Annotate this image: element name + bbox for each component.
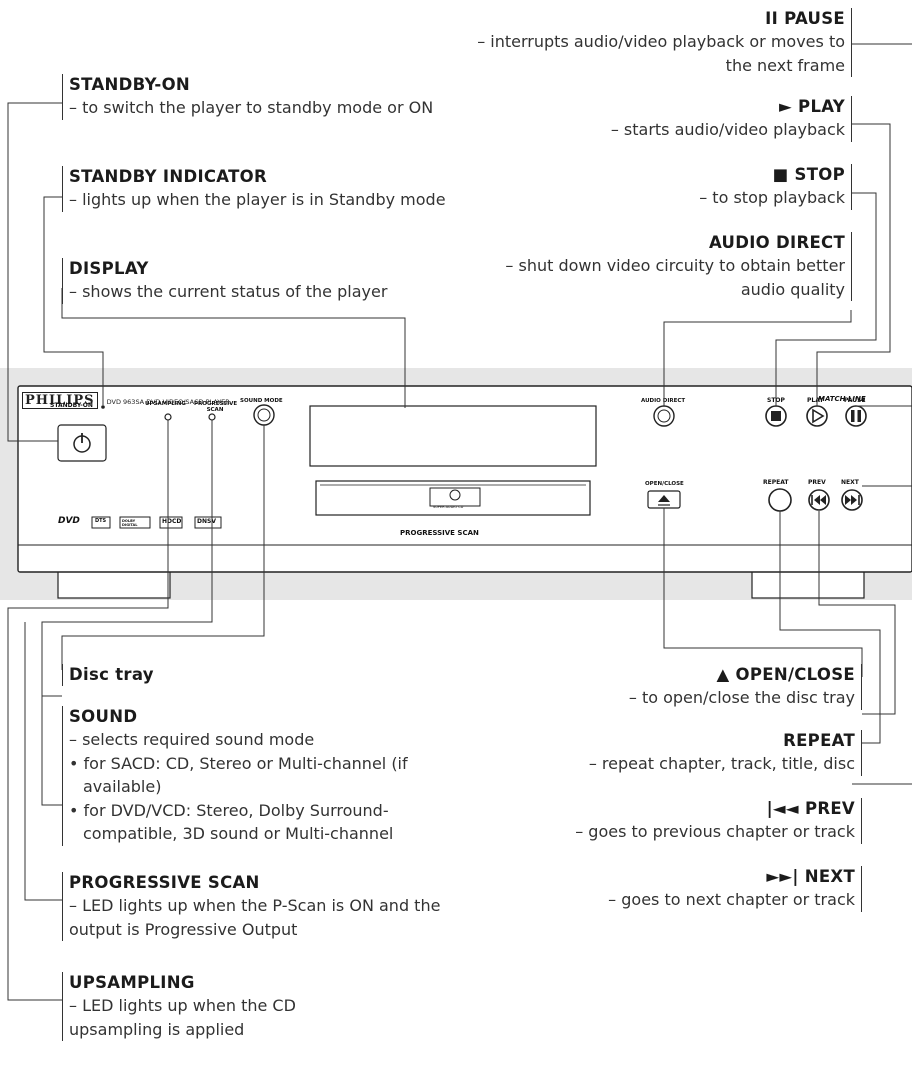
sound-bullet-sacd: • for SACD: CD, Stereo or Multi-channel … [69, 753, 408, 797]
sound-title: SOUND [69, 707, 138, 726]
callout-disc-tray: Disc tray [62, 664, 459, 686]
sound-desc: – selects required sound mode [69, 730, 315, 749]
stop-desc: – to stop playback [699, 188, 845, 207]
repeat-button-label: REPEAT [763, 479, 789, 486]
play-desc: – starts audio/video playback [610, 120, 845, 139]
progressive-button-label: PROGRESSIVE SCAN [194, 401, 238, 413]
callout-repeat: REPEAT – repeat chapter, track, title, d… [495, 730, 862, 776]
audio-direct-desc: – shut down video circuity to obtain bet… [505, 256, 845, 299]
standby-indicator-led [101, 405, 105, 409]
display-window [309, 405, 597, 467]
next-button-label: NEXT [841, 479, 859, 486]
upsampling-desc: – LED lights up when the CD upsampling i… [69, 996, 296, 1039]
disc-tray-title: Disc tray [69, 665, 154, 684]
left-foot [57, 569, 171, 599]
format-logos [91, 516, 222, 529]
open-close-button-label: OPEN/CLOSE [645, 481, 684, 487]
callout-progressive-scan: PROGRESSIVE SCAN – LED lights up when th… [62, 872, 459, 941]
logo-dvd: DVD [58, 516, 80, 526]
next-title: ►►| NEXT [766, 867, 855, 886]
callout-pause: II PAUSE – interrupts audio/video playba… [465, 8, 852, 77]
display-title: DISPLAY [69, 259, 149, 278]
sound-mode-button-label: SOUND MODE [240, 398, 283, 404]
callout-upsampling: UPSAMPLING – LED lights up when the CD u… [62, 972, 369, 1041]
callout-stop: ■ STOP – to stop playback [465, 164, 852, 210]
logo-hdcd: HDCD [162, 518, 182, 525]
match-line-logo: MATCH LINE [818, 395, 866, 403]
callout-prev: |◄◄ PREV – goes to previous chapter or t… [475, 798, 862, 844]
open-close-desc: – to open/close the disc tray [628, 688, 855, 707]
logo-dolby: DOLBY DIGITAL [122, 519, 138, 527]
sound-bullet-dvd: • for DVD/VCD: Stereo, Dolby Surround-co… [69, 800, 394, 844]
prev-title: |◄◄ PREV [766, 799, 855, 818]
progressive-scan-desc: – LED lights up when the P-Scan is ON an… [69, 896, 441, 939]
play-button-label: PLAY [807, 397, 824, 404]
next-desc: – goes to next chapter or track [608, 890, 855, 909]
callout-standby-indicator: STANDBY INDICATOR – lights up when the p… [62, 166, 459, 212]
standby-indicator-desc: – lights up when the player is in Standb… [69, 190, 446, 209]
play-title: ► PLAY [779, 97, 845, 116]
display-desc: – shows the current status of the player [69, 282, 388, 301]
pause-desc: – interrupts audio/video playback or mov… [477, 32, 845, 75]
player-body [17, 385, 912, 573]
prev-desc: – goes to previous chapter or track [575, 822, 855, 841]
callout-sound: SOUND – selects required sound mode • fo… [62, 706, 449, 846]
callout-standby-on: STANDBY-ON – to switch the player to sta… [62, 74, 459, 120]
standby-button-label: STANDBY-ON [50, 402, 93, 409]
standby-on-title: STANDBY-ON [69, 75, 191, 94]
audio-direct-title: AUDIO DIRECT [708, 233, 845, 252]
stop-title: ■ STOP [772, 165, 845, 184]
callout-audio-direct: AUDIO DIRECT – shut down video circuity … [485, 232, 852, 301]
callout-open-close: ▲ OPEN/CLOSE – to open/close the disc tr… [495, 664, 862, 710]
brand-logo: PHILIPS [22, 392, 98, 409]
open-close-title: ▲ OPEN/CLOSE [716, 665, 855, 684]
pause-title: II PAUSE [765, 9, 845, 28]
standby-indicator-title: STANDBY INDICATOR [69, 167, 267, 186]
audio-direct-button-label: AUDIO DIRECT [641, 398, 686, 404]
tray-label: PROGRESSIVE SCAN [400, 529, 479, 537]
prev-button-label: PREV [808, 479, 826, 486]
repeat-title: REPEAT [783, 731, 855, 750]
logo-dnsv: DNSV [197, 518, 216, 525]
callout-display: DISPLAY – shows the current status of th… [62, 258, 469, 304]
logo-dts: DTS [95, 518, 107, 524]
model-label: DVD 963SA DVD VIDEO/SACD PLAYER [106, 398, 230, 406]
progressive-scan-title: PROGRESSIVE SCAN [69, 873, 260, 892]
upsampling-button-label: UPSAMPLING [145, 401, 186, 407]
callout-play: ► PLAY – starts audio/video playback [465, 96, 852, 142]
repeat-desc: – repeat chapter, track, title, disc [588, 754, 855, 773]
standby-on-desc: – to switch the player to standby mode o… [69, 98, 434, 117]
sacd-badge [429, 487, 481, 507]
sacd-badge-label: SUPER AUDIO CD [433, 505, 464, 509]
upsampling-title: UPSAMPLING [69, 973, 195, 992]
pause-button-label: PAUSE [844, 397, 866, 404]
callout-next: ►►| NEXT – goes to next chapter or track [495, 866, 862, 912]
